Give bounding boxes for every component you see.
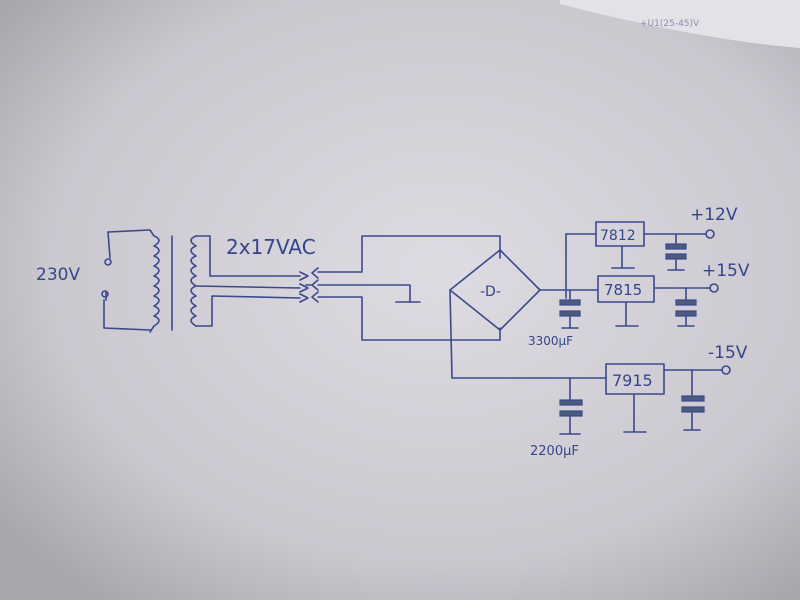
output-plus15-label: +15V bbox=[702, 261, 750, 281]
output-plus12-label: +12V bbox=[690, 205, 738, 225]
capacitor-2200-label: 2200µF bbox=[530, 444, 579, 459]
secondary-leads bbox=[195, 235, 309, 327]
regulator-7812: 7812 bbox=[595, 221, 715, 269]
transformer-voltage-label: 2x17VAC bbox=[226, 235, 316, 259]
regulator-7815: 7815 bbox=[597, 275, 719, 327]
negative-rail-wire bbox=[449, 289, 571, 379]
output-minus15-label: -15V bbox=[708, 343, 748, 363]
corner-note: +U1(25-45)V bbox=[640, 19, 700, 29]
bridge-rectifier: -D- bbox=[449, 249, 541, 331]
capacitor-minus15-output bbox=[681, 369, 705, 431]
regulator-7812-label: 7812 bbox=[600, 228, 636, 244]
regulator-7915: 7915 bbox=[569, 363, 731, 433]
mains-voltage-label: 230V bbox=[36, 265, 80, 285]
transformer-secondary-coil bbox=[190, 235, 197, 327]
capacitor-15v-output bbox=[675, 287, 697, 327]
transformer-primary-coil bbox=[149, 229, 160, 333]
capacitor-12v-output bbox=[665, 233, 687, 271]
regulator-7915-label: 7915 bbox=[612, 371, 653, 390]
capacitor-3300-label: 3300µF bbox=[528, 334, 573, 348]
regulator-7815-label: 7815 bbox=[604, 281, 642, 299]
underlying-sheet bbox=[560, 0, 800, 48]
capacitor-2200 bbox=[559, 377, 583, 435]
bridge-diode-symbol: -D- bbox=[480, 284, 501, 300]
capacitor-3300 bbox=[559, 289, 581, 329]
mains-input bbox=[101, 229, 151, 331]
connector-block bbox=[305, 235, 501, 341]
